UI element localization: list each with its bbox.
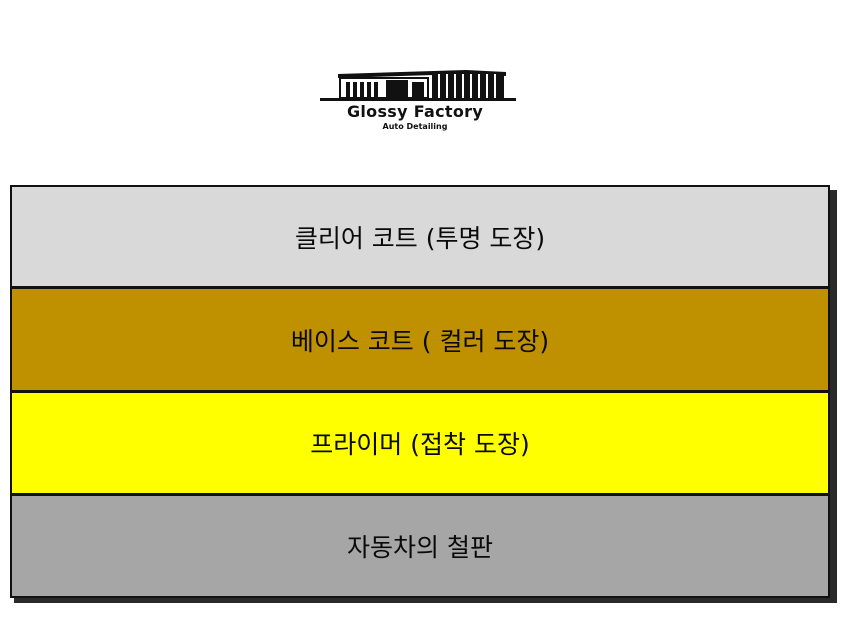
steel-panel-label: 자동차의 철판 bbox=[347, 533, 493, 562]
logo-title: Glossy Factory bbox=[346, 102, 484, 121]
paint-layer-stack: 클리어 코트 (투명 도장) 베이스 코트 ( 컬러 도장) 프라이머 (접착 … bbox=[10, 185, 830, 598]
clear-coat-label: 클리어 코트 (투명 도장) bbox=[294, 223, 546, 253]
primer-layer: 프라이머 (접착 도장) bbox=[12, 393, 828, 496]
base-coat-layer: 베이스 코트 ( 컬러 도장) bbox=[12, 289, 828, 393]
primer-label: 프라이머 (접착 도장) bbox=[310, 430, 530, 459]
clear-coat-layer: 클리어 코트 (투명 도장) bbox=[12, 187, 828, 289]
steel-panel-layer: 자동차의 철판 bbox=[12, 496, 828, 596]
logo-subtitle: Auto Detailing bbox=[382, 122, 448, 131]
building-icon bbox=[320, 70, 516, 101]
brand-logo: Glossy Factory Auto Detailing bbox=[310, 62, 530, 140]
base-coat-label: 베이스 코트 ( 컬러 도장) bbox=[290, 326, 550, 356]
